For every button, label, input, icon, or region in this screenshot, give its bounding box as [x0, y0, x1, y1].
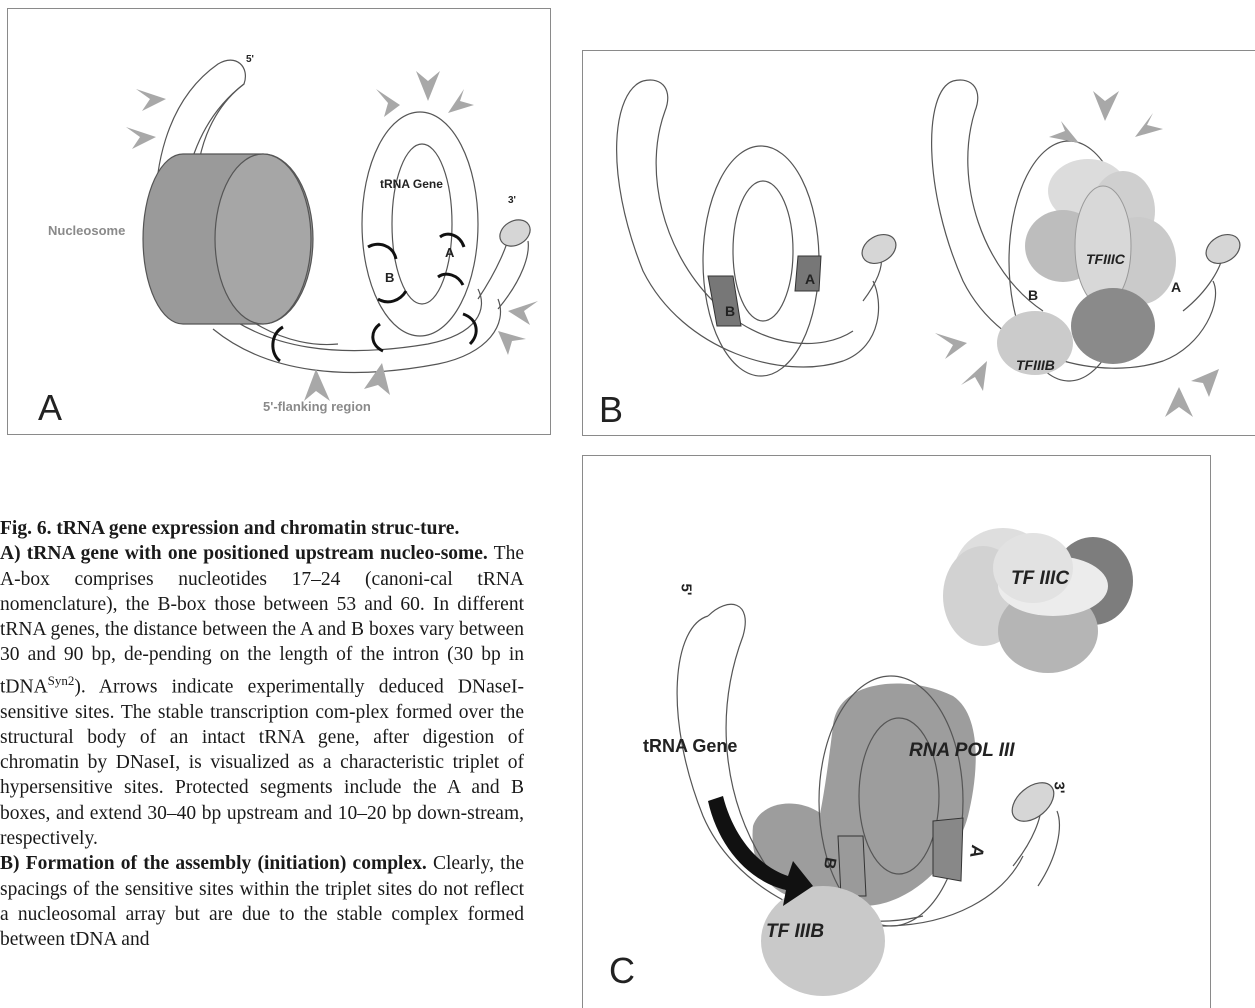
arrow-marker — [304, 369, 330, 401]
arrow-marker — [1165, 387, 1193, 417]
trna-loop-outer — [362, 112, 478, 336]
arrow-marker — [1093, 91, 1119, 121]
arrow-marker — [136, 89, 166, 111]
three-prime-label: 3' — [1050, 782, 1067, 794]
arrow-marker — [126, 127, 156, 149]
panel-a-diagram — [8, 9, 550, 434]
three-prime-label: 3' — [508, 195, 516, 206]
box-b-label: B — [725, 303, 735, 319]
tf-iiic-cluster — [943, 528, 1133, 673]
caption-tdna: tDNA — [0, 676, 48, 697]
caption-a-heading: A) tRNA gene with one positioned upstrea… — [0, 543, 488, 564]
trna-gene-label: tRNA Gene — [380, 177, 443, 191]
box-b-marker — [368, 244, 396, 259]
rna-pol-label: RNA POL III — [909, 740, 1015, 762]
dna-3prime-end — [1201, 229, 1245, 270]
nucleosome-cylinder — [143, 154, 313, 324]
dna-strand-edge — [643, 80, 853, 343]
panel-letter: A — [38, 387, 62, 429]
dna-3prime-arm-edge — [1038, 811, 1059, 886]
arrow-marker — [364, 363, 390, 395]
panel-letter: B — [599, 389, 623, 431]
hs-site-3 — [463, 314, 476, 344]
arrow-marker — [498, 331, 526, 355]
dna-strand — [617, 81, 879, 367]
box-b-label: B — [1028, 287, 1038, 303]
figure-caption: Fig. 6. tRNA gene expression and chromat… — [0, 516, 524, 953]
dna-strand-edge — [953, 80, 1043, 311]
trna-loop-inner — [392, 144, 452, 304]
caption-tdna-superscript: Syn2 — [48, 673, 75, 688]
panel-b-diagram — [583, 51, 1255, 435]
arrow-marker — [416, 71, 440, 101]
trna-gene-label: tRNA Gene — [643, 736, 737, 757]
arrow-marker — [961, 361, 987, 391]
arrow-marker — [1135, 113, 1163, 137]
arrow-marker — [508, 301, 538, 325]
figure-panel-c: 5' 3' TF IIIC tRNA Gene RNA POL III TF I… — [582, 455, 1211, 1008]
dna-3prime-arm-edge — [498, 241, 528, 309]
nucleosome-label: Nucleosome — [48, 223, 125, 238]
panel-c-diagram — [583, 456, 1210, 1008]
tfiiic-label: TFIIIC — [1086, 251, 1125, 267]
box-a-label: A — [805, 271, 815, 287]
arrow-marker — [376, 89, 400, 117]
caption-b-heading: B) Formation of the assembly (initiation… — [0, 853, 427, 874]
box-b-marker-2 — [378, 291, 406, 302]
box-b-label: B — [385, 270, 394, 285]
box-b-band — [838, 836, 866, 896]
box-a-label: A — [445, 245, 454, 260]
arrow-marker — [448, 89, 474, 113]
arrow-marker — [935, 333, 967, 359]
box-a-band — [933, 818, 963, 881]
arrow-marker — [1191, 369, 1219, 397]
arrow-marker — [1049, 121, 1079, 143]
trna-loop-inner — [733, 181, 793, 321]
panel-letter: C — [609, 950, 635, 992]
hs-site-1 — [273, 327, 283, 361]
hs-site-2 — [373, 324, 383, 351]
figure-panel-a: 5' 3' Nucleosome tRNA Gene A B 5'-flanki… — [7, 8, 551, 435]
figure-panel-b: A B A B TFIIIC TFIIIB B — [582, 50, 1255, 436]
tfiiib-label: TFIIIB — [1016, 357, 1055, 373]
tf-iiib-label: TF IIIB — [766, 921, 824, 943]
dna-3prime-end — [857, 229, 901, 270]
caption-title: Fig. 6. tRNA gene expression and chromat… — [0, 518, 459, 539]
flanking-region-label: 5'-flanking region — [263, 399, 371, 414]
five-prime-label: 5' — [246, 54, 254, 65]
box-a-label: A — [1171, 279, 1181, 295]
five-prime-label: 5' — [677, 584, 694, 596]
tf-iiic-label: TF IIIC — [1011, 568, 1069, 590]
caption-a-text-continued: ). Arrows indicate experimentally deduce… — [0, 676, 524, 849]
